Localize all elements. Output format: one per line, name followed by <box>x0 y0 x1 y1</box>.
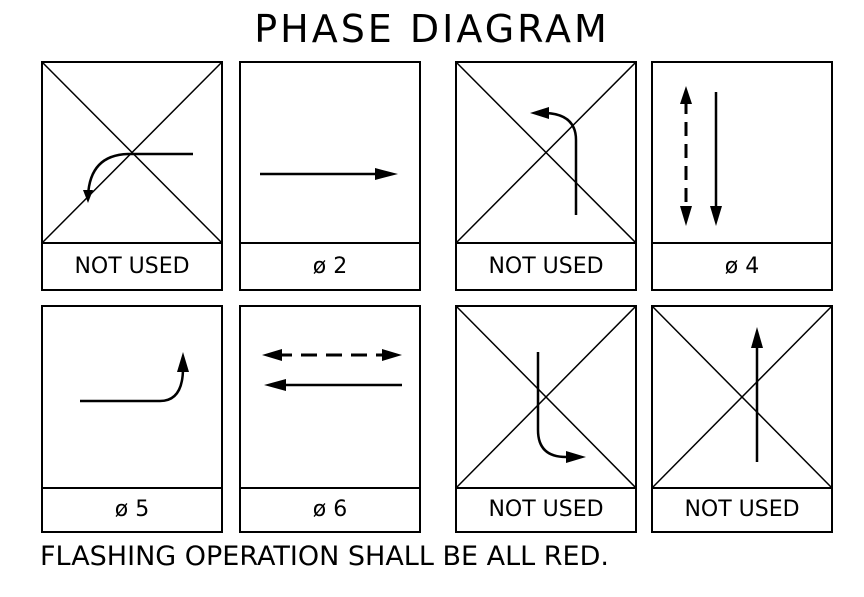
left-turn-arrow-icon <box>83 152 193 203</box>
phase-label: NOT USED <box>488 254 604 279</box>
phase-box-top-3 <box>455 61 637 291</box>
up-down-dashed-arrow-icon <box>680 86 692 226</box>
left-turn-arrow-icon <box>530 107 578 215</box>
phase-label: ø 4 <box>724 254 760 279</box>
down-arrow-icon <box>710 92 722 226</box>
phase-label: NOT USED <box>488 497 604 522</box>
phase-box-bottom-4 <box>651 305 833 533</box>
diagram-title: PHASE DIAGRAM <box>254 7 610 51</box>
phase-box-bottom-2 <box>239 305 421 533</box>
phase-box-top-1 <box>41 61 223 291</box>
left-turn-arrow-icon <box>80 352 189 403</box>
left-right-dashed-arrow-icon <box>262 349 402 361</box>
through-right-arrow-icon <box>260 168 398 180</box>
phase-box-top-2 <box>239 61 421 291</box>
flashing-operation-note: FLASHING OPERATION SHALL BE ALL RED. <box>40 541 609 572</box>
phase-label: ø 2 <box>312 254 348 279</box>
phase-label: NOT USED <box>684 497 800 522</box>
phase-box-top-4 <box>651 61 833 291</box>
phase-label: ø 5 <box>114 497 150 522</box>
phase-box-bottom-3 <box>455 305 637 533</box>
phase-box-bottom-1 <box>41 305 223 533</box>
right-turn-arrow-icon <box>536 352 586 463</box>
through-left-arrow-icon <box>264 379 402 391</box>
up-arrow-icon <box>751 327 763 462</box>
phase-label: NOT USED <box>74 254 190 279</box>
phase-label: ø 6 <box>312 497 348 522</box>
